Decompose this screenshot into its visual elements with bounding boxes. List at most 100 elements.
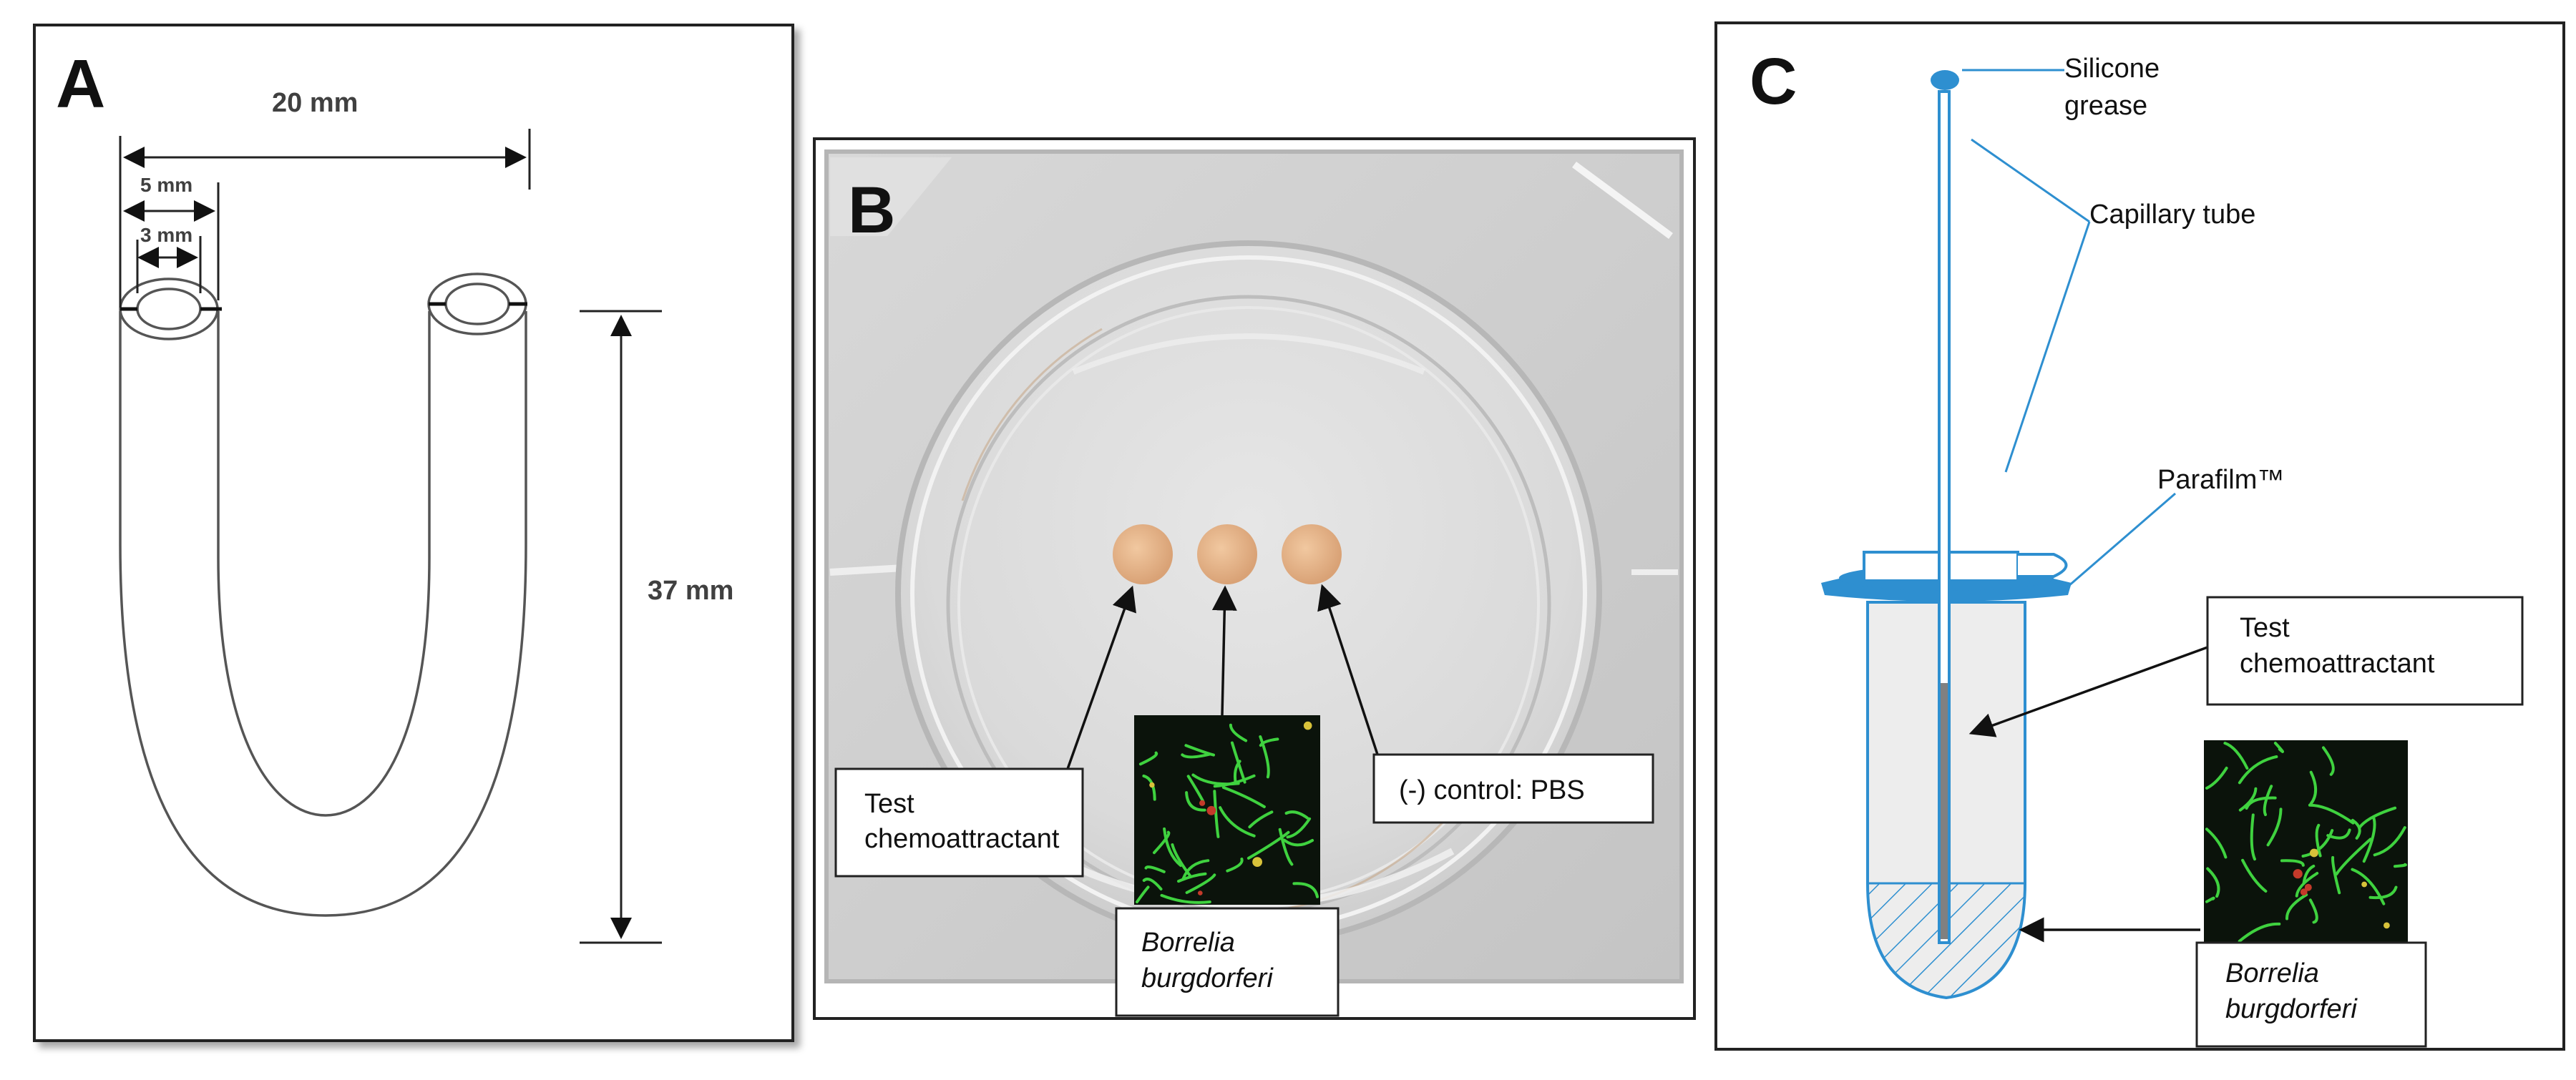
spirochete <box>1248 810 1274 829</box>
spirochete <box>2238 922 2281 943</box>
spirochete <box>1185 791 1206 812</box>
spirochete <box>1246 830 1290 860</box>
microscopy-inset-c <box>2204 740 2408 948</box>
stained-cell <box>1198 890 1203 895</box>
spirochete <box>1213 790 1220 838</box>
spirochete <box>1286 817 1312 839</box>
spirochete <box>1185 873 1216 894</box>
capillary-label: Capillary tube <box>2089 200 2255 230</box>
spirochete <box>1292 882 1319 898</box>
organism-label-box-b: Borrelia burgdorferi <box>1115 907 1340 1017</box>
pbs-control-bead <box>1282 524 1342 584</box>
control-label-b: (-) control: PBS <box>1399 775 1585 805</box>
stained-cell <box>1252 857 1262 867</box>
spirochete <box>2266 807 2283 847</box>
spirochete <box>1163 827 1183 867</box>
spirochete <box>1282 838 1314 847</box>
spirochete <box>2205 828 2228 859</box>
spirochete <box>1219 806 1256 838</box>
test-label-c-line2: chemoattractant <box>2240 649 2435 679</box>
test-label-box-c: Test chemoattractant <box>2206 596 2524 706</box>
spirochete <box>2273 742 2285 753</box>
spirochete <box>2393 863 2407 868</box>
inner-diameter-label: 3 mm <box>140 224 192 246</box>
capillary-tube <box>1931 70 1959 944</box>
dimension-lines <box>119 129 662 944</box>
spirochete <box>2238 787 2258 812</box>
spirochete <box>1177 872 1207 883</box>
height-dimension-label: 37 mm <box>648 576 733 606</box>
organism-label-b-line2: burgdorferi <box>1141 963 1274 993</box>
stained-cell <box>1149 782 1155 788</box>
spirochete <box>2373 826 2406 857</box>
spirochete <box>1171 843 1193 878</box>
stained-cell <box>1206 805 1216 815</box>
parafilm-label: Parafilm™ <box>2157 465 2284 495</box>
stained-cell <box>2310 848 2318 858</box>
spirochete <box>2238 755 2278 785</box>
test-label-b-line2: chemoattractant <box>864 824 1060 854</box>
spirochete <box>2241 858 2268 893</box>
spirochete <box>1226 858 1244 873</box>
spirochete <box>2205 766 2228 790</box>
spirochete <box>1278 828 1294 866</box>
spirochete <box>2326 828 2351 840</box>
spirochete <box>2308 898 2318 924</box>
panel-c-frame <box>1714 21 2565 1051</box>
width-dimension-label: 20 mm <box>272 88 358 118</box>
test-chemoattractant-bead <box>1113 524 1173 584</box>
spirochete <box>1142 878 1163 890</box>
control-label-box-b: (-) control: PBS <box>1372 753 1654 824</box>
spirochete <box>1136 885 1150 903</box>
spirochete <box>1138 751 1158 766</box>
test-label-c-line1: Test <box>2240 613 2290 643</box>
spirochete <box>2295 872 2319 898</box>
spirochete <box>2351 868 2386 905</box>
panel-b-letter: B <box>848 174 895 247</box>
spirochete <box>2309 770 2318 805</box>
grease-label-line2: grease <box>2064 91 2147 121</box>
stained-cell <box>2384 922 2390 929</box>
organism-label-c-line1: Borrelia <box>2225 958 2319 988</box>
spirochete <box>2358 806 2397 830</box>
spirochete <box>1144 865 1166 873</box>
spirochete <box>2250 813 2256 861</box>
panel-c-letter: C <box>1750 45 1797 118</box>
spirochete <box>2301 829 2334 858</box>
test-label-b-line1: Test <box>864 789 914 819</box>
spirochete <box>2263 785 2273 816</box>
spirochete <box>1233 760 1241 785</box>
spirochete <box>1160 893 1211 904</box>
stained-cell <box>1303 721 1312 730</box>
stained-cell <box>2300 888 2308 896</box>
organism-label-b-line1: Borrelia <box>1141 928 1235 958</box>
spirochete <box>2368 885 2398 900</box>
silicone-grease-blob <box>1931 70 1959 90</box>
spirochete <box>1229 723 1248 742</box>
spirochete <box>1221 786 1266 808</box>
spirochete <box>1184 744 1215 757</box>
spirochete <box>2331 855 2341 895</box>
test-label-box-b: Test chemoattractant <box>834 767 1084 878</box>
spirochete <box>1259 737 1279 747</box>
spirochete <box>2362 817 2376 863</box>
panel-a-letter: A <box>56 46 105 122</box>
stained-cell <box>2293 869 2303 879</box>
stained-cell <box>2361 881 2368 888</box>
spirochete <box>2280 859 2305 867</box>
microscopy-inset-b <box>1134 715 1320 905</box>
grease-label-line1: Silicone <box>2064 54 2160 84</box>
stained-cell <box>2304 883 2312 891</box>
spirochete <box>2223 742 2249 770</box>
spirochete <box>1181 859 1210 880</box>
spirochete <box>2322 746 2335 776</box>
spirochete <box>2285 893 2308 921</box>
spirochete <box>2206 867 2220 898</box>
stained-cell <box>1199 800 1206 806</box>
panel-c-leaders <box>1962 69 2176 588</box>
spirochete <box>1186 775 1205 803</box>
panel-b-arrows <box>1066 584 1382 770</box>
panel-b: Test chemoattractant (-) control: PBS Bo… <box>813 137 1696 1020</box>
spirochete <box>2245 796 2277 810</box>
